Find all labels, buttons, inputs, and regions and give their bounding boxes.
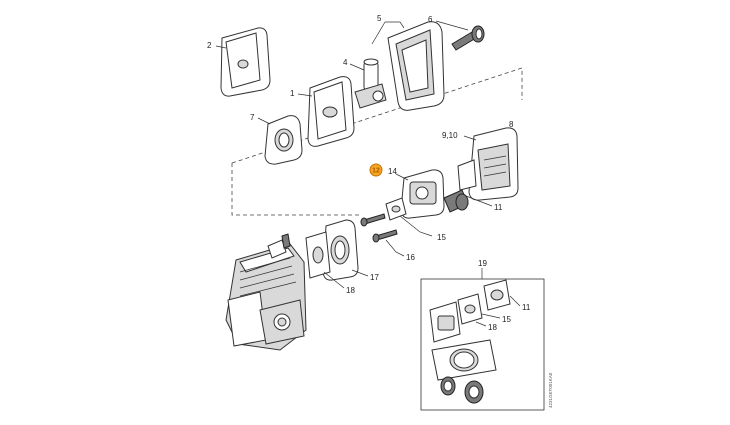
callout-12-badge[interactable]: 12 [369, 163, 383, 177]
kit-gasket-muffler[interactable] [483, 279, 511, 311]
callout-8: 8 [509, 120, 514, 129]
part-6-cover-screw[interactable] [451, 25, 485, 51]
callout-15-main: 15 [437, 233, 446, 242]
callout-2: 2 [207, 41, 212, 50]
kit-cylinder-gasket[interactable] [431, 339, 497, 381]
callout-19: 19 [478, 259, 487, 268]
part-4-intake-elbow[interactable] [354, 58, 387, 109]
engine-block [225, 233, 307, 351]
part-2-filter-plate[interactable] [220, 27, 271, 97]
part-7-flange[interactable] [264, 115, 303, 165]
callout-18-main: 18 [346, 286, 355, 295]
callout-11-main: 11 [494, 203, 503, 212]
gasket-kit-box [420, 278, 545, 411]
callout-7: 7 [250, 113, 255, 122]
callout-6: 6 [428, 15, 433, 24]
part-15-gasket[interactable] [385, 197, 407, 221]
kit-gasket-flange[interactable] [429, 301, 461, 343]
callout-14: 14 [388, 167, 397, 176]
callout-4: 4 [343, 58, 348, 67]
part-5-filter-cover[interactable] [387, 21, 445, 111]
callout-5: 5 [377, 14, 382, 23]
callout-1: 1 [290, 89, 295, 98]
callout-12: 12 [372, 168, 380, 175]
callout-16: 16 [406, 253, 415, 262]
kit-shaft-seals[interactable] [440, 376, 484, 404]
callout-9-10: 9,10 [442, 131, 458, 140]
part-18-gasket[interactable] [305, 231, 331, 279]
kit-gasket-carburetor[interactable] [457, 293, 483, 325]
callout-15-kit: 15 [502, 315, 511, 324]
callout-17: 17 [370, 273, 379, 282]
callout-18-kit: 18 [488, 323, 497, 332]
part-17-intake-flange[interactable] [322, 219, 359, 281]
mounting-screws[interactable] [360, 213, 398, 243]
part-1-air-filter[interactable] [307, 76, 355, 147]
document-code: 4231GET001KA0 [548, 372, 553, 408]
callout-11-kit: 11 [522, 303, 531, 312]
part-9-10-muffler[interactable] [457, 127, 519, 201]
part-14-carburetor[interactable] [400, 169, 469, 219]
